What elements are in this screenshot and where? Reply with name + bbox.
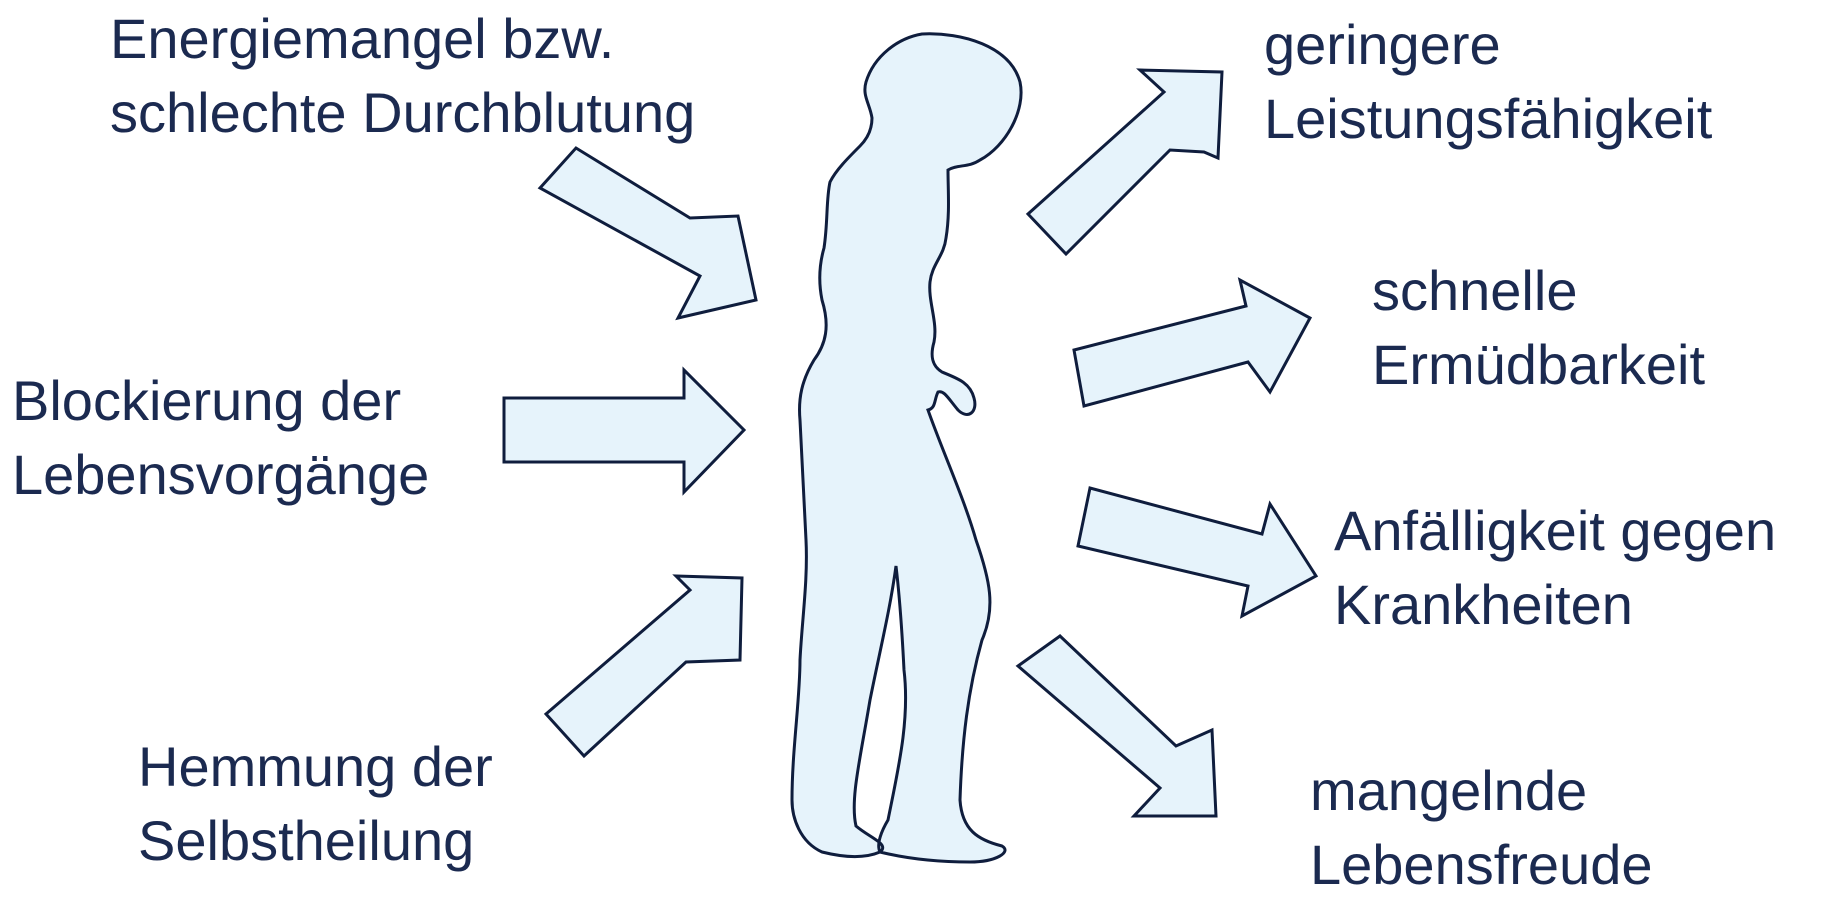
- effect-label-line: geringere: [1264, 8, 1712, 82]
- effect-label-line: Anfälligkeit gegen: [1334, 494, 1776, 568]
- effect-label-fatigue: schnelle Ermüdbarkeit: [1372, 254, 1705, 402]
- effect-label-line: Ermüdbarkeit: [1372, 328, 1705, 402]
- person-silhouette: [792, 34, 1021, 862]
- effect-label-line: schnelle: [1372, 254, 1705, 328]
- cause-label-self-healing: Hemmung der Selbstheilung: [138, 730, 493, 878]
- cause-label-line: Selbstheilung: [138, 804, 493, 878]
- cause-label-line: Hemmung der: [138, 730, 493, 804]
- effect-arrow-3: [1078, 488, 1316, 616]
- effect-label-line: Krankheiten: [1334, 568, 1776, 642]
- effect-label-joy: mangelnde Lebensfreude: [1310, 754, 1653, 902]
- cause-label-line: Lebensvorgänge: [12, 438, 429, 512]
- effect-arrow-1: [1028, 70, 1222, 254]
- effect-label-performance: geringere Leistungsfähigkeit: [1264, 8, 1712, 156]
- cause-arrow-1: [540, 148, 756, 318]
- effect-arrow-4: [1018, 636, 1216, 816]
- effect-arrow-2: [1074, 280, 1310, 406]
- cause-arrow-2: [504, 370, 744, 492]
- effect-label-susceptibility: Anfälligkeit gegen Krankheiten: [1334, 494, 1776, 642]
- cause-label-line: schlechte Durchblutung: [110, 76, 695, 150]
- effect-label-line: mangelnde: [1310, 754, 1653, 828]
- cause-arrow-3: [546, 576, 742, 756]
- effect-label-line: Lebensfreude: [1310, 828, 1653, 902]
- cause-label-line: Blockierung der: [12, 364, 429, 438]
- cause-label-blocking: Blockierung der Lebensvorgänge: [12, 364, 429, 512]
- cause-label-energy: Energiemangel bzw. schlechte Durchblutun…: [110, 2, 695, 150]
- effect-label-line: Leistungsfähigkeit: [1264, 82, 1712, 156]
- cause-label-line: Energiemangel bzw.: [110, 2, 695, 76]
